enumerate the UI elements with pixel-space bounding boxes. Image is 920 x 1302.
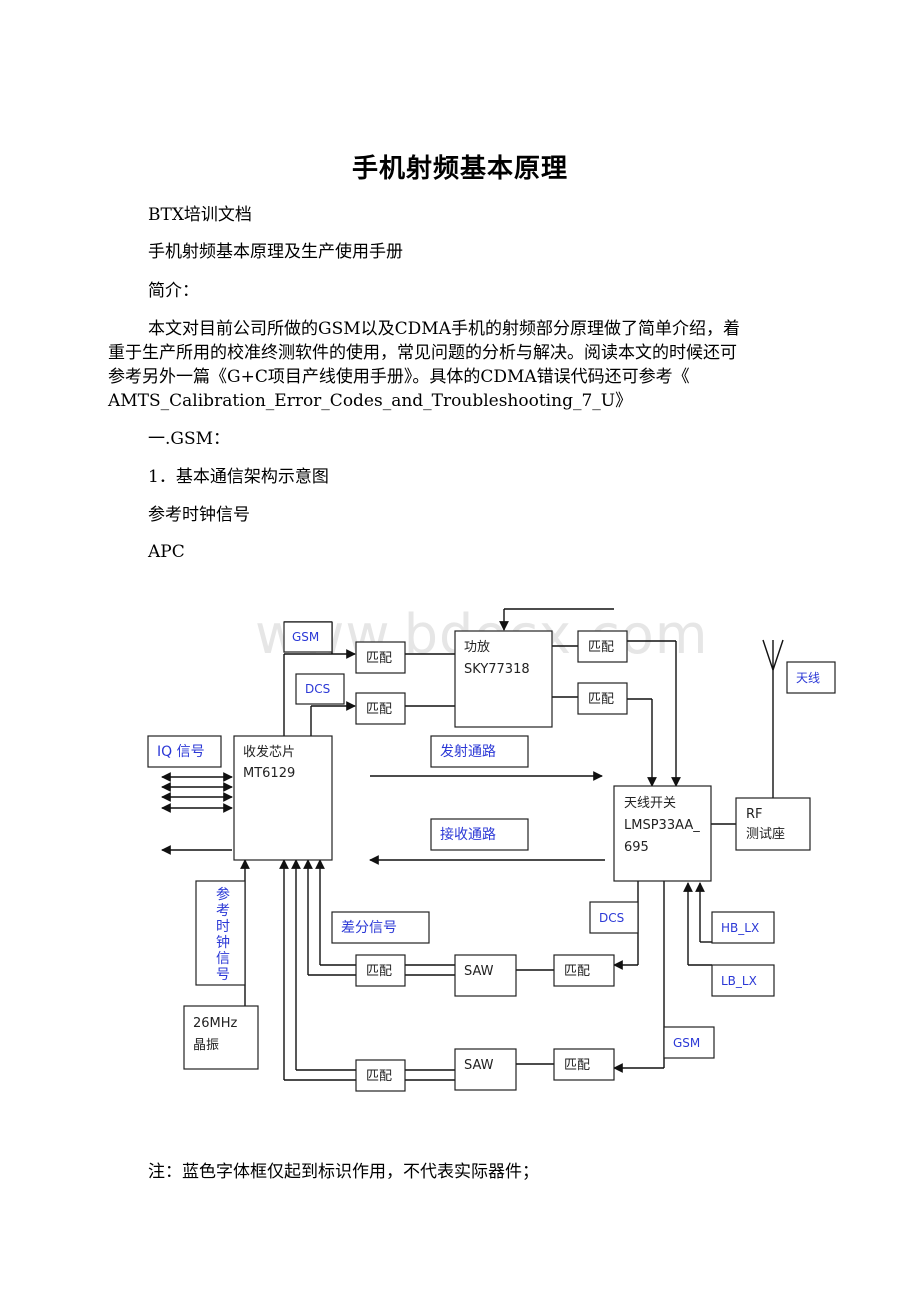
match-block — [553, 954, 615, 987]
label-refclk-char: 号 — [216, 967, 230, 983]
label-box-lb — [711, 964, 775, 997]
label-dcs-rx: DCS — [599, 911, 624, 925]
label-dcs: DCS — [305, 682, 330, 696]
match-block — [553, 1048, 615, 1081]
intro-paragraph: 本文对目前公司所做的GSM以及CDMA手机的射频部分原理做了简单介绍，着 重于生… — [108, 317, 808, 413]
paragraph-subtitle: 手机射频基本原理及生产使用手册 — [148, 242, 403, 262]
saw-label: SAW — [464, 964, 494, 979]
saw-filter-block — [454, 954, 517, 997]
match-label: 匹配 — [366, 964, 392, 979]
label-box-diff — [331, 911, 430, 944]
switch-part-suffix: 695 — [624, 840, 649, 855]
switch-name: 天线开关 — [624, 796, 676, 811]
crystal-name: 晶振 — [193, 1038, 219, 1053]
label-diff-signal: 差分信号 — [341, 920, 397, 936]
label-lb: LB_LX — [721, 974, 757, 988]
crystal-oscillator-block — [183, 1005, 259, 1070]
match-block — [577, 682, 628, 715]
match-label: 匹配 — [366, 702, 392, 717]
label-gsm: GSM — [292, 630, 319, 644]
label-box-antenna — [786, 661, 836, 694]
transceiver-part: MT6129 — [243, 766, 295, 781]
diagram-note: 注：蓝色字体框仅起到标识作用，不代表实际器件； — [148, 1162, 539, 1182]
label-box-tx — [430, 735, 529, 768]
label-antenna: 天线 — [796, 671, 820, 685]
match-label: 匹配 — [564, 964, 590, 979]
match-block — [355, 692, 406, 725]
label-box-dcs — [295, 673, 345, 705]
match-block — [355, 641, 406, 674]
power-amplifier-block — [454, 630, 553, 728]
label-box-gsm-rx — [663, 1026, 715, 1059]
rf-label: RF — [746, 807, 763, 822]
label-box-iq — [147, 735, 222, 768]
label-box-refclk — [195, 880, 246, 986]
rf-sublabel: 测试座 — [746, 827, 785, 842]
saw-filter-block — [454, 1048, 517, 1091]
match-block — [355, 954, 406, 987]
match-block — [355, 1059, 406, 1092]
section-heading-gsm: 一.GSM： — [148, 429, 231, 449]
label-box-gsm — [283, 621, 333, 653]
match-label: 匹配 — [588, 692, 614, 707]
pa-name: 功放 — [464, 640, 490, 655]
transceiver-name: 收发芯片 — [243, 744, 295, 760]
label-box-hb — [711, 911, 775, 944]
intro-line: 重于生产所用的校准终测软件的使用，常见问题的分析与解决。阅读本文的时候还可 — [108, 343, 737, 363]
match-label: 匹配 — [366, 651, 392, 666]
label-refclk-char: 时 — [216, 919, 230, 935]
label-gsm-rx: GSM — [673, 1036, 700, 1050]
label-tx-path: 发射通路 — [440, 744, 496, 760]
intro-line: 本文对目前公司所做的GSM以及CDMA手机的射频部分原理做了简单介绍，着 — [148, 319, 740, 339]
label-hb: HB_LX — [721, 921, 759, 935]
match-block — [577, 630, 628, 663]
paragraph-apc: APC — [148, 542, 185, 562]
antenna-switch-block — [613, 785, 712, 882]
transceiver-block — [233, 735, 333, 861]
match-label: 匹配 — [588, 640, 614, 655]
match-label: 匹配 — [564, 1058, 590, 1073]
label-refclk-char: 钟 — [216, 934, 230, 951]
label-refclk-char: 参 — [216, 886, 230, 903]
pa-part: SKY77318 — [464, 662, 530, 677]
saw-label: SAW — [464, 1058, 494, 1073]
label-refclk-char: 考 — [216, 903, 230, 919]
paragraph-intro-heading: 简介： — [148, 281, 199, 301]
label-rx-path: 接收通路 — [440, 826, 496, 843]
paragraph-refclk: 参考时钟信号 — [148, 505, 250, 525]
label-box-rx — [430, 818, 529, 851]
intro-line: AMTS_Calibration_Error_Codes_and_Trouble… — [108, 391, 633, 411]
intro-line: 参考另外一篇《G+C项目产线使用手册》。具体的CDMA错误代码还可参考《 — [108, 367, 690, 387]
label-iq: IQ 信号 — [157, 744, 205, 760]
label-refclk-char: 信 — [216, 951, 230, 967]
crystal-freq: 26MHz — [193, 1016, 238, 1031]
rf-test-socket-block — [735, 797, 811, 851]
document-title: 手机射频基本原理 — [351, 154, 568, 184]
subsection-heading: 1．基本通信架构示意图 — [148, 467, 329, 487]
match-label: 匹配 — [366, 1069, 392, 1084]
switch-part: LMSP33AA_ — [624, 818, 700, 833]
paragraph-btx: BTX培训文档 — [148, 205, 252, 225]
label-box-dcs-rx — [589, 901, 639, 934]
diagram-wires — [161, 608, 784, 1081]
